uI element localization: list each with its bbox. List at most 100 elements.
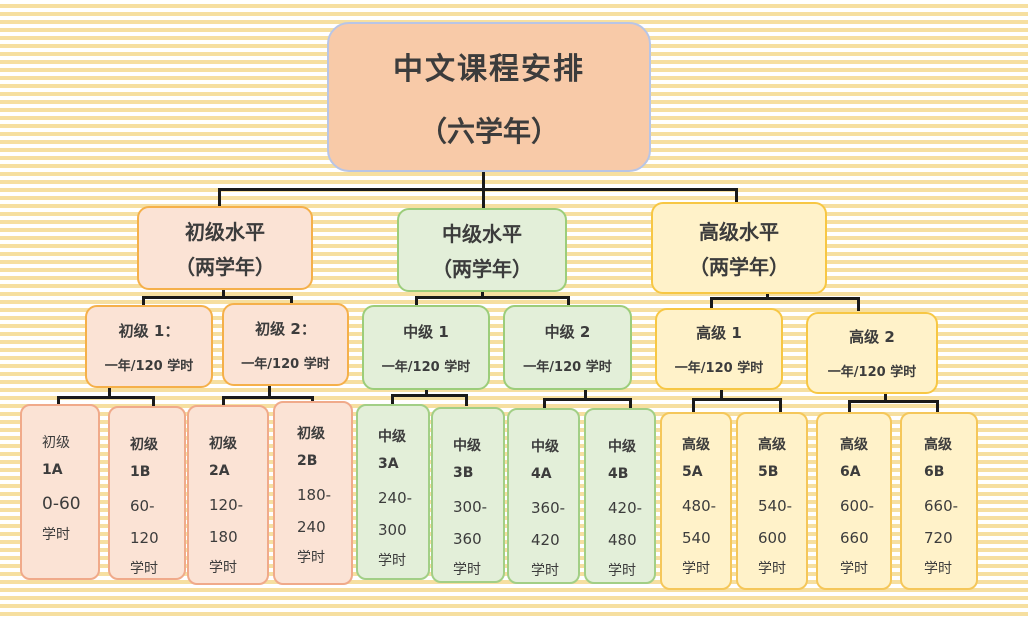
connector-s1-bar — [57, 396, 154, 399]
course-code: 5A — [682, 464, 703, 480]
sublevel-node: 初级 1： 一年/120 学时 — [85, 305, 213, 388]
sublevel-hours: 一年/120 学时 — [104, 358, 194, 374]
sublevel-node: 高级 2 一年/120 学时 — [806, 312, 938, 394]
connector-s4-a — [543, 398, 546, 408]
course-node: 高级 6A 600- 660 学时 — [816, 412, 892, 590]
connector-m1-b — [567, 296, 570, 306]
course-node: 初级 2A 120- 180 学时 — [187, 405, 269, 585]
sublevel-name: 高级 2 — [849, 328, 895, 346]
course-node: 初级 1A 0-60 学时 — [20, 404, 100, 580]
root-subtitle: （六学年） — [418, 115, 559, 148]
connector-m1-bar — [415, 296, 570, 299]
course-level: 初级 — [42, 435, 70, 451]
sublevel-node: 中级 2 一年/120 学时 — [503, 305, 632, 390]
level-node-intermediate: 中级水平 （两学年） — [397, 208, 567, 292]
connector-s3-b — [465, 394, 468, 406]
connector-h1-b — [857, 297, 860, 311]
level-name: 高级水平 — [699, 220, 779, 244]
course-code: 3B — [453, 465, 474, 481]
course-node: 中级 3A 240- 300 学时 — [356, 404, 430, 580]
sublevel-hours: 一年/120 学时 — [241, 356, 330, 372]
course-code: 4B — [608, 466, 629, 482]
connector-s2-b — [311, 396, 314, 404]
course-level: 初级 — [297, 426, 325, 442]
connector-l1-b — [290, 296, 293, 306]
connector-root-right — [735, 188, 738, 204]
course-code: 4A — [531, 466, 552, 482]
connector-m1-a — [415, 296, 418, 306]
connector-s6-a — [848, 400, 851, 412]
course-node: 中级 4B 420- 480 学时 — [584, 408, 656, 584]
sublevel-name: 中级 1 — [403, 322, 449, 341]
connector-h1-a — [710, 297, 713, 309]
course-unit: 学时 — [682, 561, 710, 577]
course-level: 中级 — [378, 429, 406, 445]
connector-h1-stem — [766, 292, 769, 300]
course-level: 中级 — [608, 439, 636, 455]
sublevel-name: 中级 2 — [544, 322, 591, 341]
level-duration: （两学年） — [689, 255, 789, 279]
course-unit: 学时 — [378, 553, 406, 569]
course-range-end: 660 — [840, 529, 869, 547]
course-range-end: 480 — [608, 531, 637, 549]
connector-s6-b — [936, 400, 939, 412]
course-range-end: 240 — [297, 518, 326, 536]
connector-s1-b — [152, 396, 155, 406]
level-node-beginner: 初级水平 （两学年） — [137, 206, 313, 290]
sublevel-hours: 一年/120 学时 — [523, 359, 612, 375]
connector-s2-a — [222, 396, 225, 406]
connector-root-left — [218, 188, 221, 206]
course-code: 1B — [130, 464, 151, 480]
connector-s5-b — [779, 398, 782, 412]
course-range: 420- — [608, 499, 643, 517]
course-level: 高级 — [924, 437, 952, 453]
course-level: 高级 — [840, 437, 868, 453]
sublevel-node: 高级 1 一年/120 学时 — [655, 308, 783, 390]
course-node: 高级 5A 480- 540 学时 — [660, 412, 732, 590]
course-code: 3A — [378, 456, 399, 472]
connector-s5-stem — [720, 388, 723, 400]
course-code: 1A — [42, 462, 63, 478]
course-level: 高级 — [758, 437, 786, 453]
course-node: 中级 4A 360- 420 学时 — [507, 408, 580, 584]
course-range: 120- — [209, 496, 244, 514]
course-level: 高级 — [682, 437, 710, 453]
course-range-end: 420 — [531, 531, 560, 549]
course-level: 初级 — [130, 437, 158, 453]
course-node: 初级 2B 180- 240 学时 — [273, 401, 353, 585]
sublevel-node: 初级 2： 一年/120 学时 — [222, 303, 349, 386]
sublevel-name: 初级 1： — [118, 321, 180, 340]
connector-s2-stem — [268, 386, 271, 398]
sublevel-name: 初级 2： — [255, 319, 316, 338]
course-node: 高级 5B 540- 600 学时 — [736, 412, 808, 590]
course-unit: 学时 — [453, 562, 481, 578]
connector-s5-bar — [692, 398, 782, 401]
course-unit: 学时 — [758, 561, 786, 577]
level-node-advanced: 高级水平 （两学年） — [651, 202, 827, 294]
course-node: 中级 3B 300- 360 学时 — [431, 407, 505, 583]
connector-s6-bar — [848, 400, 939, 403]
course-unit: 学时 — [42, 527, 70, 543]
course-range: 60- — [130, 497, 155, 515]
course-range-end: 120 — [130, 529, 159, 547]
connector-s6-stem — [884, 392, 887, 402]
course-code: 6B — [924, 464, 945, 480]
course-range-end: 540 — [682, 529, 711, 547]
connector-root-bar — [218, 188, 738, 191]
course-range-end: 360 — [453, 530, 482, 548]
course-unit: 学时 — [531, 563, 559, 579]
connector-root-stem — [482, 168, 485, 190]
connector-s5-a — [692, 398, 695, 412]
course-level: 初级 — [209, 436, 237, 452]
sublevel-name: 高级 1 — [696, 324, 742, 342]
connector-h1-bar — [710, 297, 860, 300]
course-unit: 学时 — [209, 560, 237, 576]
course-unit: 学时 — [608, 563, 636, 579]
connector-s1-stem — [108, 386, 111, 398]
course-unit: 学时 — [130, 561, 158, 577]
course-unit: 学时 — [297, 550, 325, 566]
connector-m1-stem — [481, 290, 484, 298]
root-title: 中文课程安排 — [393, 52, 585, 87]
course-range: 180- — [297, 486, 332, 504]
course-level: 中级 — [453, 438, 481, 454]
